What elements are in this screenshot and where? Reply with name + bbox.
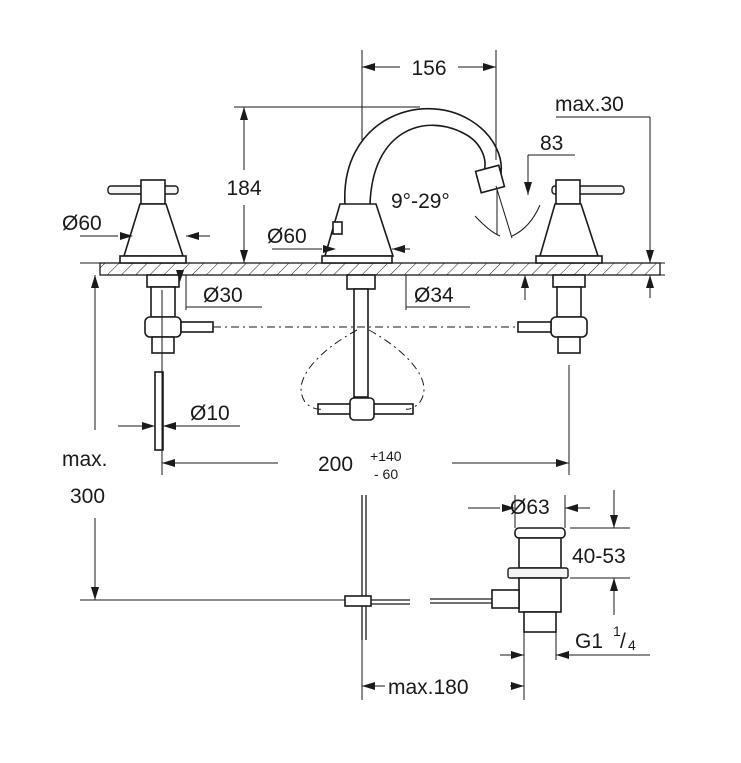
label-max-deck: max.30 bbox=[555, 93, 624, 116]
label-spout-shank-diameter: Ø34 bbox=[414, 284, 454, 307]
label-spacing-minus: - 60 bbox=[374, 466, 398, 482]
label-shank-diameter: Ø30 bbox=[203, 284, 243, 307]
dimension-lines bbox=[80, 50, 665, 700]
flexible-hoses bbox=[213, 326, 518, 410]
right-handle-valve bbox=[517, 179, 625, 354]
label-base-diameter: Ø60 bbox=[267, 225, 307, 248]
label-max-value: 300 bbox=[70, 485, 105, 508]
label-height: 184 bbox=[226, 177, 261, 200]
label-spacing: 200 bbox=[318, 453, 353, 476]
label-drain-thread-num: 1 bbox=[613, 623, 621, 639]
label-drain-diameter: Ø63 bbox=[510, 496, 550, 519]
label-max: max. bbox=[62, 448, 108, 471]
label-drain-thread-slash: / bbox=[620, 630, 626, 653]
countertop bbox=[99, 262, 661, 276]
label-max-rod: max.180 bbox=[388, 676, 469, 699]
dimension-labels: 156 184 max.30 83 9°-29° Ø60 Ø60 Ø30 Ø34… bbox=[62, 57, 636, 699]
label-handle-diameter: Ø60 bbox=[62, 212, 102, 235]
label-aerator: 83 bbox=[540, 132, 563, 155]
left-handle-valve bbox=[107, 179, 214, 354]
hose-piece bbox=[154, 371, 164, 451]
label-drain-thread-den: 4 bbox=[628, 637, 636, 653]
label-drain-height: 40-53 bbox=[572, 545, 626, 568]
label-drain-thread: G1 bbox=[575, 630, 603, 653]
label-spout-reach: 156 bbox=[411, 57, 446, 80]
label-hose-diameter: Ø10 bbox=[190, 402, 230, 425]
label-swivel-angle: 9°-29° bbox=[391, 190, 450, 213]
drain-assembly bbox=[344, 495, 569, 640]
label-spacing-plus: +140 bbox=[370, 448, 402, 464]
